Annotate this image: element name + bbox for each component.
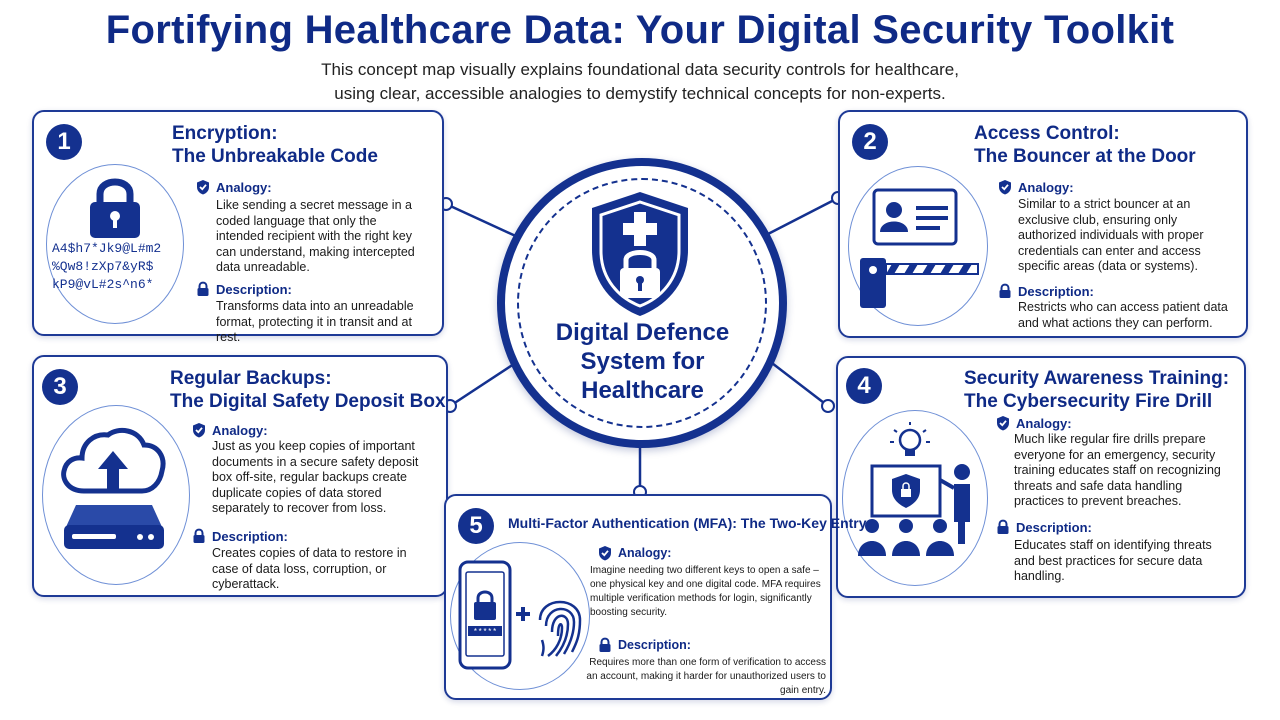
description-text: Requires more than one form of verificat…	[586, 657, 826, 696]
card-title: Access Control: The Bouncer at the Door	[974, 122, 1196, 168]
fingerprint-icon	[538, 600, 582, 657]
center-hub-dashed-ring	[517, 178, 767, 428]
description-heading: Description:	[193, 528, 288, 544]
card-title-line-1: Access Control:	[974, 123, 1120, 144]
description-text: Creates copies of data to restore in cas…	[212, 546, 407, 591]
subtitle-line-1: This concept map visually explains found…	[321, 60, 959, 79]
card-encryption: 1 Encryption: The Unbreakable Code A4$h7…	[32, 110, 444, 344]
card-title-line-1: Security Awareness Training:	[964, 368, 1230, 389]
plus-icon	[516, 607, 530, 621]
lock-icon	[193, 528, 205, 543]
card-title: Regular Backups: The Digital Safety Depo…	[170, 367, 446, 413]
lightbulb-icon	[890, 422, 930, 456]
lock-icon	[197, 281, 209, 296]
illustration-frame	[842, 410, 988, 586]
cipher-line-1: A4$h7*Jk9@L#m2	[52, 241, 162, 256]
card-title-line-2: The Digital Safety Deposit Box	[170, 391, 446, 412]
description-label: Description:	[216, 282, 292, 297]
card-number-badge: 5	[458, 508, 494, 544]
cipher-line-2: %Qw8!zXp7&yR$	[52, 259, 154, 274]
card-multi-factor-authentication: 5 Multi-Factor Authentication (MFA): The…	[444, 494, 867, 700]
analogy-label: Analogy:	[212, 423, 268, 438]
card-title-line-2: The Unbreakable Code	[172, 146, 378, 167]
hard-drive-icon	[64, 505, 164, 549]
analogy-label: Analogy:	[618, 546, 672, 560]
mfa-illustration: *****	[458, 560, 582, 670]
id-card-icon	[872, 188, 958, 246]
analogy-text: Like sending a secret message in a coded…	[216, 198, 415, 274]
center-label-line-1: Digital Defence	[555, 319, 730, 346]
smartphone-icon	[458, 560, 512, 670]
lock-icon	[997, 519, 1009, 534]
pin-mask: *****	[473, 628, 497, 637]
shield-check-icon	[999, 180, 1011, 195]
analogy-label: Analogy:	[216, 180, 272, 195]
analogy-text: Imagine needing two different keys to op…	[590, 565, 821, 618]
analogy-heading: Analogy:	[197, 180, 272, 195]
analogy-heading: Analogy:	[997, 416, 1072, 431]
card-regular-backups: 3 Regular Backups: The Digital Safety De…	[32, 355, 448, 597]
description-text: Restricts who can access patient data an…	[1018, 300, 1228, 330]
shield-check-icon	[997, 416, 1009, 431]
shield-check-icon	[193, 423, 205, 438]
description-heading: Description:	[999, 283, 1094, 299]
training-session-icon	[858, 422, 970, 556]
center-hub-label: Digital Defence System for Healthcare	[535, 318, 750, 405]
cipher-text: A4$h7*Jk9@L#m2 %Qw8!zXp7&yR$ kP9@vL#2s^n…	[52, 240, 161, 294]
description-label: Description:	[618, 638, 691, 652]
card-title: Multi-Factor Authentication (MFA): The T…	[508, 512, 867, 535]
illustration-frame	[848, 166, 988, 326]
description-label: Description:	[1018, 284, 1094, 299]
lock-icon	[999, 283, 1011, 298]
cipher-line-3: kP9@vL#2s^n6*	[52, 277, 154, 292]
page-title: Fortifying Healthcare Data: Your Digital…	[105, 8, 1175, 52]
analogy-text: Similar to a strict bouncer at an exclus…	[1018, 197, 1204, 273]
card-number-badge: 4	[846, 368, 882, 404]
analogy-heading: Analogy:	[599, 546, 672, 561]
shield-check-icon	[197, 180, 209, 195]
description-heading: Description:	[197, 281, 292, 297]
card-title-line-1: Multi-Factor Authentication (MFA): The T…	[508, 515, 867, 531]
center-label-line-2: System for	[580, 348, 705, 375]
barrier-gate-icon	[860, 258, 979, 308]
card-access-control: 2 Access Control: The Bouncer at the Doo…	[838, 110, 1248, 338]
analogy-heading: Analogy:	[193, 423, 268, 438]
card-title: Encryption: The Unbreakable Code	[172, 122, 378, 168]
description-heading: Description:	[599, 637, 691, 652]
description-label: Description:	[212, 529, 288, 544]
center-label-line-3: Healthcare	[581, 377, 704, 404]
lock-icon	[599, 637, 611, 652]
card-number-badge: 2	[852, 124, 888, 160]
page-subtitle: This concept map visually explains found…	[240, 58, 1040, 106]
description-text: Educates staff on identifying threats an…	[1014, 538, 1212, 583]
description-text: Transforms data into an unreadable forma…	[216, 299, 414, 344]
description-heading: Description:	[997, 519, 1092, 535]
analogy-label: Analogy:	[1018, 180, 1074, 195]
card-title-line-1: Regular Backups:	[170, 368, 332, 389]
connector-node-4	[821, 399, 835, 413]
card-security-awareness-training: 4 Security Awareness Training: The Cyber…	[836, 356, 1246, 598]
analogy-heading: Analogy:	[999, 180, 1074, 195]
analogy-label: Analogy:	[1016, 416, 1072, 431]
card-title-line-1: Encryption:	[172, 123, 278, 144]
illustration-frame	[42, 405, 190, 585]
shield-lock-icon	[592, 192, 688, 316]
card-title-line-2: The Cybersecurity Fire Drill	[964, 391, 1213, 412]
card-title-line-2: The Bouncer at the Door	[974, 146, 1196, 167]
illustration-frame	[46, 164, 184, 324]
analogy-text: Just as you keep copies of important doc…	[212, 439, 419, 515]
card-number-badge: 1	[46, 124, 82, 160]
illustration-frame	[450, 542, 590, 690]
subtitle-line-2: using clear, accessible analogies to dem…	[334, 84, 946, 103]
card-number-badge: 3	[42, 369, 78, 405]
analogy-text: Much like regular fire drills prepare ev…	[1014, 432, 1221, 508]
card-title: Security Awareness Training: The Cyberse…	[964, 367, 1229, 413]
shield-check-icon	[599, 546, 611, 561]
description-label: Description:	[1016, 520, 1092, 535]
cloud-upload-icon	[61, 427, 166, 494]
padlock-icon	[90, 178, 140, 238]
